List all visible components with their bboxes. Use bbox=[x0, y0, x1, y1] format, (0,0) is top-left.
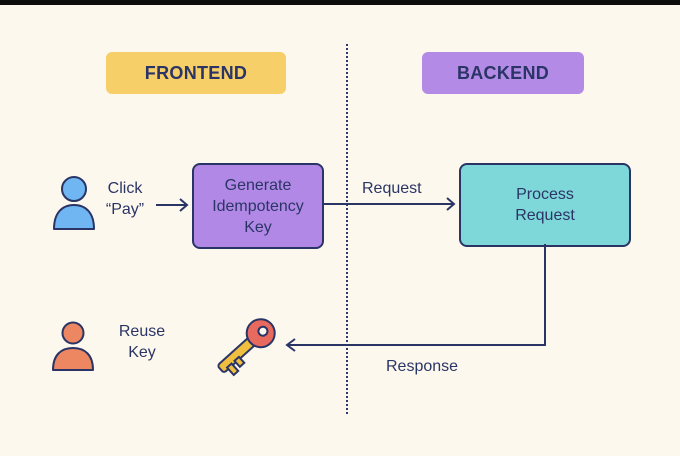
frontend-label: FRONTEND bbox=[106, 52, 286, 94]
user-icon-blue bbox=[53, 176, 95, 230]
backend-label: BACKEND bbox=[422, 52, 584, 94]
key-icon bbox=[217, 318, 276, 377]
generate-idempotency-key-box: Generate Idempotency Key bbox=[192, 163, 324, 249]
frontend-backend-divider bbox=[346, 44, 348, 414]
click-pay-text: Click “Pay” bbox=[105, 180, 145, 218]
user-icon-orange bbox=[52, 321, 94, 371]
arrow-response bbox=[285, 244, 546, 352]
process-request-box: Process Request bbox=[459, 163, 631, 247]
response-label: Response bbox=[386, 358, 459, 375]
arrow-request bbox=[322, 197, 456, 211]
reuse-key-text: Reuse Key bbox=[118, 323, 166, 361]
request-label: Request bbox=[362, 180, 422, 197]
top-border bbox=[0, 0, 680, 5]
arrow-click-to-generate bbox=[156, 198, 189, 212]
